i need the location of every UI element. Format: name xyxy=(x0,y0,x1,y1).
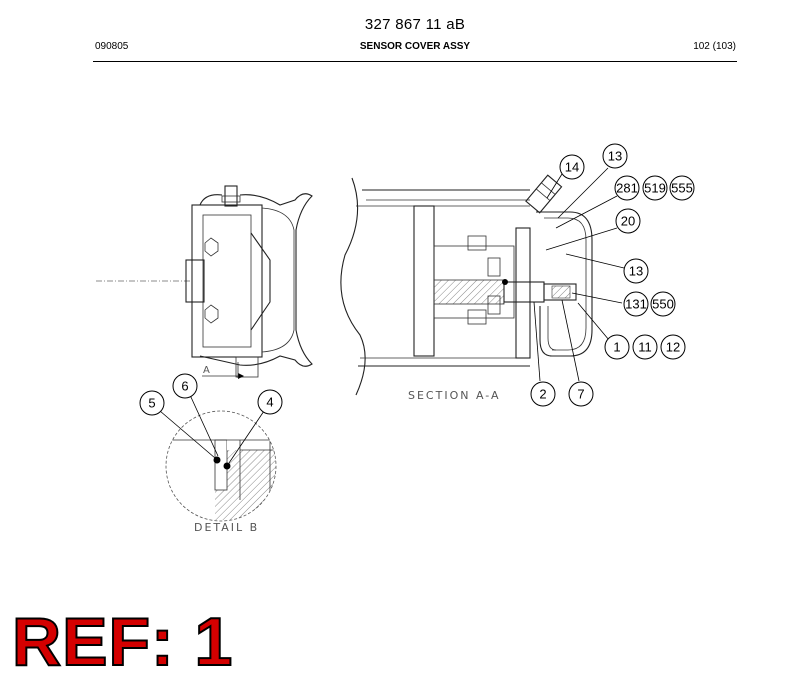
callout-13-mid: 13 xyxy=(623,258,649,284)
callout-555: 555 xyxy=(669,175,695,201)
callout-2: 2 xyxy=(530,381,556,407)
svg-text:13: 13 xyxy=(608,149,622,164)
callout-1: 1 xyxy=(604,334,630,360)
section-view: SECTION A-A xyxy=(340,174,593,402)
svg-text:14: 14 xyxy=(565,160,579,175)
sheet-title: SENSOR COVER ASSY xyxy=(359,41,471,52)
svg-text:5: 5 xyxy=(148,396,155,411)
callout-519: 519 xyxy=(642,175,668,201)
callout-131: 131 xyxy=(623,291,649,317)
callout-281: 281 xyxy=(614,175,640,201)
callout-12: 12 xyxy=(660,334,686,360)
svg-text:13: 13 xyxy=(629,264,643,279)
callout-550: 550 xyxy=(650,291,676,317)
callout-4: 4 xyxy=(257,389,283,415)
svg-text:20: 20 xyxy=(621,214,635,229)
detail-view: DETAIL B xyxy=(165,410,277,534)
callout-13-top: 13 xyxy=(602,143,628,169)
callout-14: 14 xyxy=(559,154,585,180)
svg-text:4: 4 xyxy=(266,395,273,410)
leader-lines xyxy=(159,167,625,464)
svg-text:7: 7 xyxy=(577,387,584,402)
svg-text:281: 281 xyxy=(616,181,638,196)
svg-text:1: 1 xyxy=(613,340,620,355)
callout-6: 6 xyxy=(172,373,198,399)
detail-caption: DETAIL B xyxy=(194,521,259,534)
header-rule xyxy=(93,61,737,62)
callout-7: 7 xyxy=(568,381,594,407)
svg-text:519: 519 xyxy=(644,181,666,196)
svg-text:131: 131 xyxy=(625,297,647,312)
svg-text:6: 6 xyxy=(181,379,188,394)
page-number: 102 (103) xyxy=(693,41,736,52)
svg-text:12: 12 xyxy=(666,340,680,355)
svg-text:550: 550 xyxy=(652,297,674,312)
svg-text:11: 11 xyxy=(638,340,652,355)
callout-20: 20 xyxy=(615,208,641,234)
svg-text:555: 555 xyxy=(671,181,693,196)
date-code: 090805 xyxy=(95,41,129,52)
callout-11: 11 xyxy=(632,334,658,360)
document-number: 327 867 11 aB xyxy=(364,16,466,33)
svg-text:2: 2 xyxy=(539,387,546,402)
callout-5: 5 xyxy=(139,390,165,416)
side-view: A xyxy=(96,185,313,379)
ref-label: REF: 1 xyxy=(11,604,234,680)
view-marker: A xyxy=(203,365,210,376)
section-caption: SECTION A-A xyxy=(408,389,501,402)
